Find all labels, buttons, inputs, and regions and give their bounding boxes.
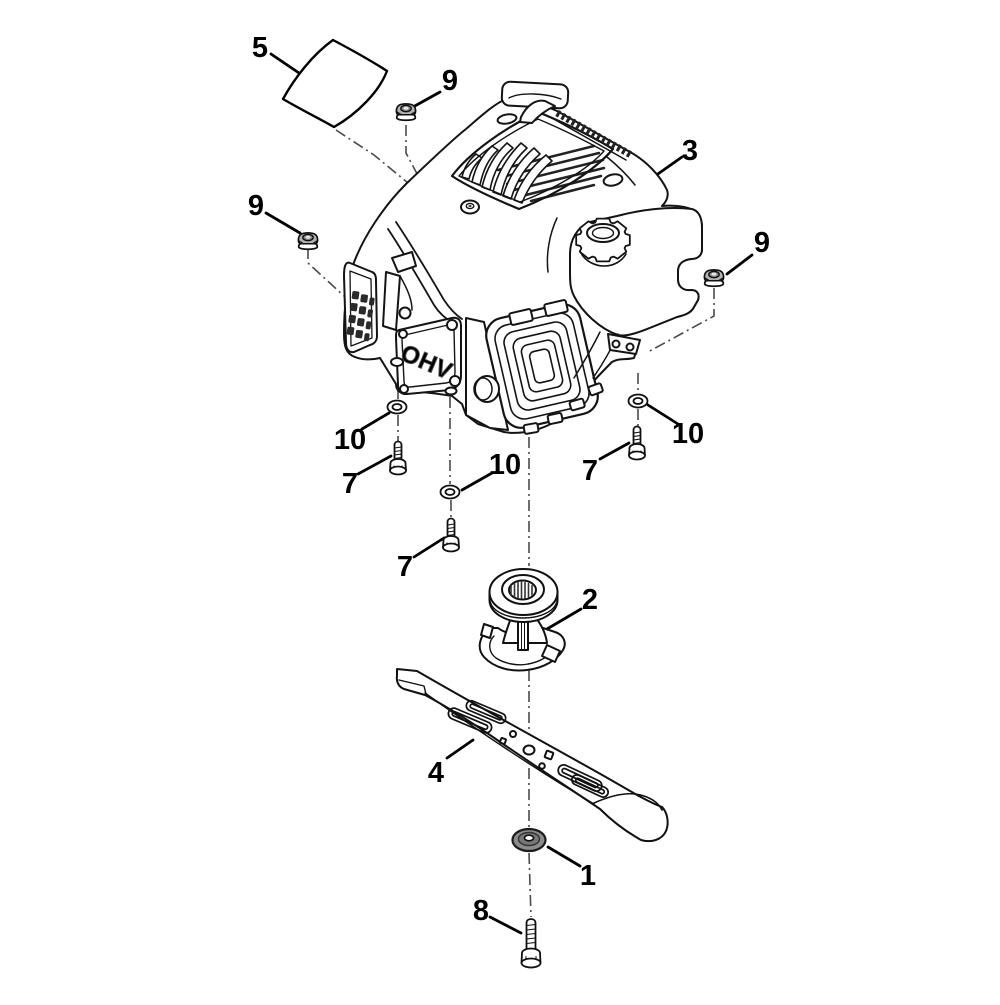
svg-text:2: 2 <box>582 584 598 616</box>
svg-text:9: 9 <box>442 65 458 97</box>
svg-text:7: 7 <box>582 455 598 487</box>
svg-text:10: 10 <box>672 418 704 450</box>
svg-text:9: 9 <box>248 190 264 222</box>
svg-text:10: 10 <box>334 424 366 456</box>
svg-text:7: 7 <box>342 468 358 500</box>
svg-text:8: 8 <box>473 895 489 927</box>
svg-text:1: 1 <box>580 860 596 892</box>
svg-text:4: 4 <box>428 757 444 789</box>
svg-text:10: 10 <box>489 449 521 481</box>
svg-text:5: 5 <box>252 32 268 64</box>
svg-text:3: 3 <box>682 135 698 167</box>
svg-text:9: 9 <box>754 227 770 259</box>
svg-text:7: 7 <box>397 551 413 583</box>
